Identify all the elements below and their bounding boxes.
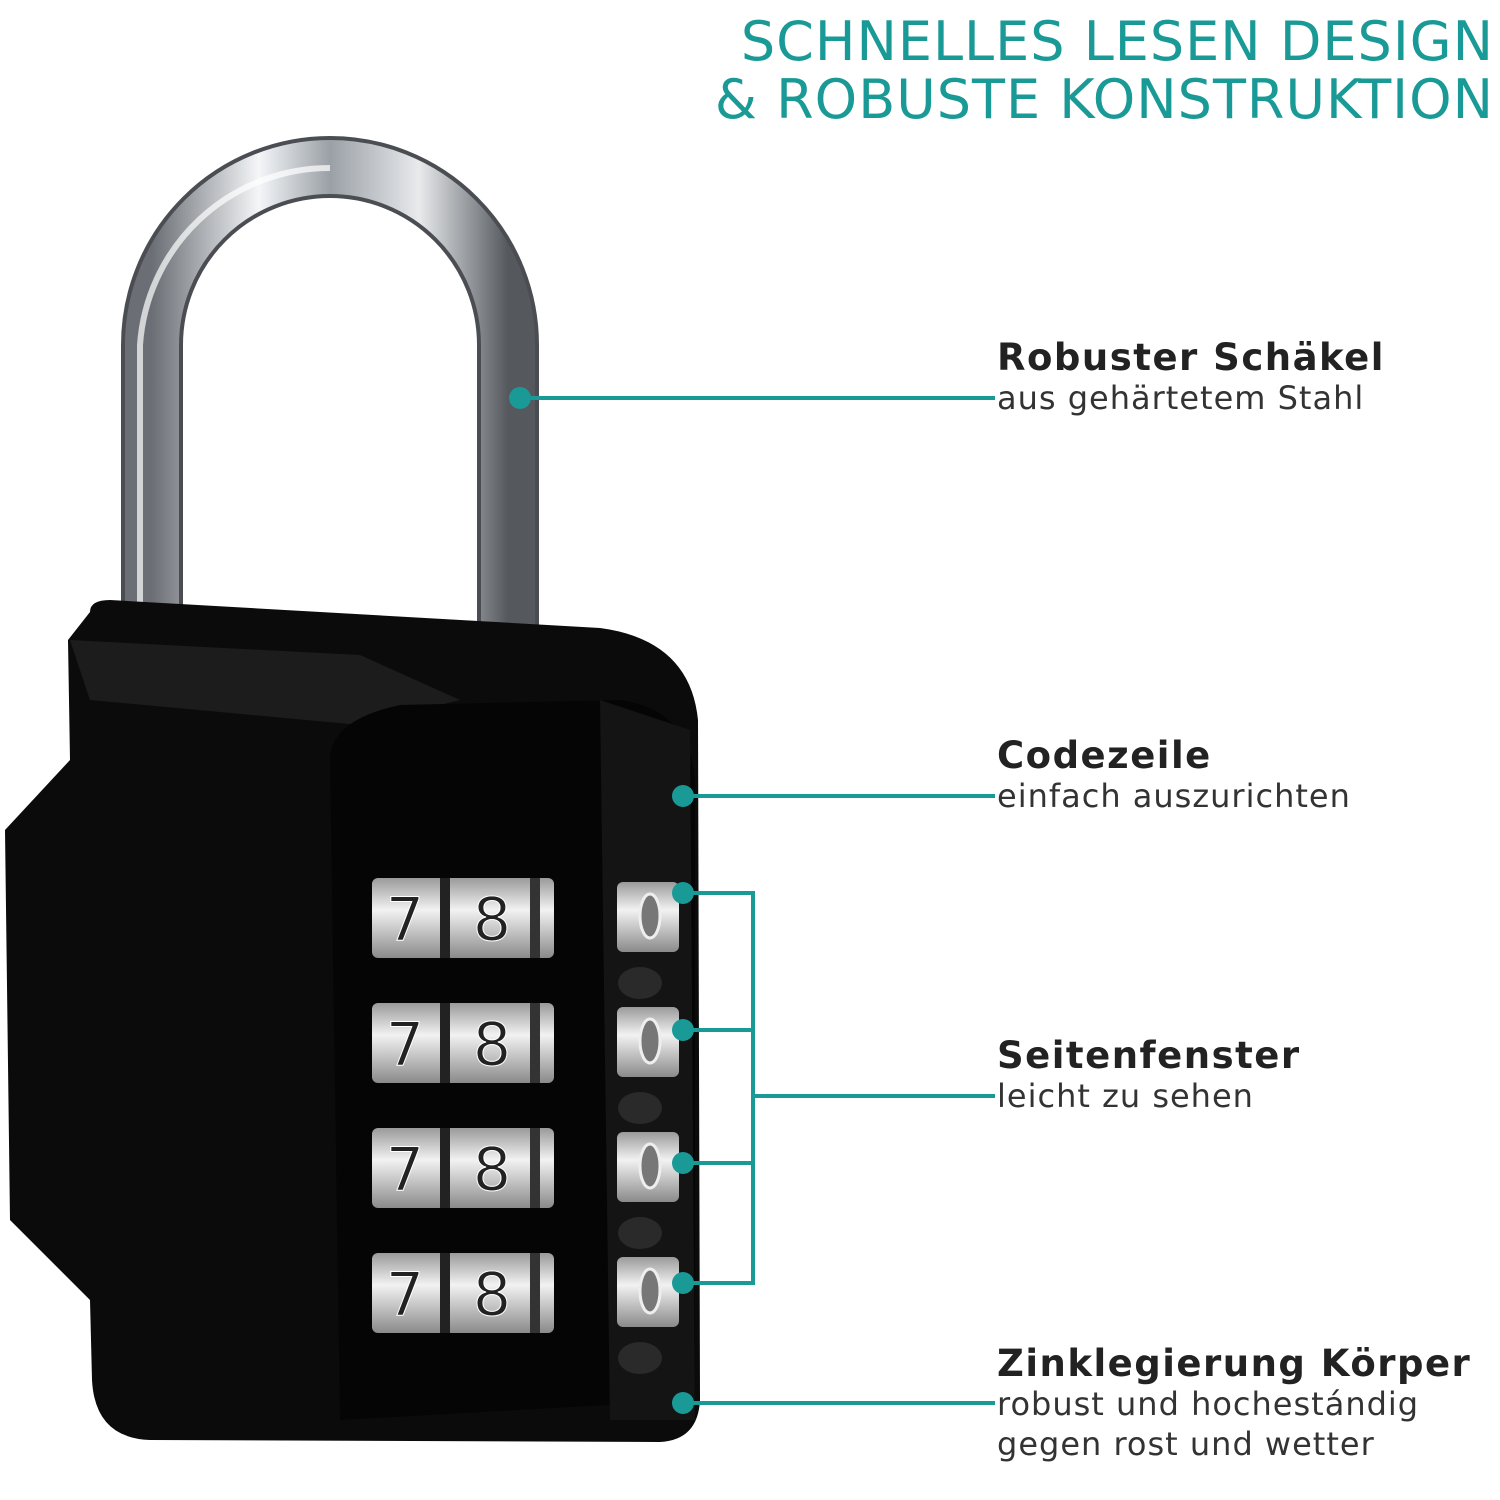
callout-dot-window-2 [672, 1019, 694, 1041]
wheel-divider [530, 1003, 540, 1083]
wheel-divider [440, 1003, 450, 1083]
side-digit [638, 1017, 662, 1065]
callout-dot-window-4 [672, 1272, 694, 1294]
callout-lines [520, 396, 995, 1405]
callout-text: einfach auszurichten [997, 777, 1351, 815]
wheel-ridge [618, 1092, 662, 1124]
lock-body [5, 600, 700, 1442]
wheel-digit-left: 7 [386, 1010, 424, 1080]
side-digit [638, 1142, 662, 1190]
callout-title: Seitenfenster [997, 1034, 1301, 1077]
callout-title: Robuster Schäkel [997, 336, 1385, 379]
wheel-digit-right: 8 [473, 1260, 511, 1330]
callout-shackle: Robuster Schäkel aus gehärtetem Stahl [997, 338, 1385, 418]
wheel-window [372, 1128, 554, 1208]
wheel-ridge [618, 967, 662, 999]
headline-line-2: & ROBUSTE KONSTRUKTION [714, 68, 1494, 131]
callout-code-line: Codezeile einfach auszurichten [997, 736, 1351, 816]
callout-dot-shackle [509, 387, 531, 409]
wheel-divider [530, 1128, 540, 1208]
callout-text: aus gehärtetem Stahl [997, 379, 1365, 417]
side-digit [638, 1267, 662, 1315]
wheel-digit-left: 7 [386, 1260, 424, 1330]
callout-zinc-body: Zinklegierung Körper robust und hochestá… [997, 1344, 1471, 1464]
wheel-divider [530, 1253, 540, 1333]
callout-text: robust und hochestándig [997, 1385, 1420, 1423]
wheel-digit-right: 8 [473, 885, 511, 955]
wheel-window [372, 1253, 554, 1333]
side-digit [638, 892, 662, 940]
callout-dot-code-line [672, 785, 694, 807]
wheel-ridge [618, 1342, 662, 1374]
wheel-divider [530, 878, 540, 958]
callout-text: leicht zu sehen [997, 1077, 1254, 1115]
wheel-digit-right: 8 [473, 1010, 511, 1080]
callout-dot-window-3 [672, 1152, 694, 1174]
wheel-digit-left: 7 [386, 1135, 424, 1205]
wheel-digit-left: 7 [386, 885, 424, 955]
shackle [121, 136, 539, 690]
callout-dot-body [672, 1392, 694, 1414]
callout-title: Zinklegierung Körper [997, 1342, 1472, 1385]
callout-side-window: Seitenfenster leicht zu sehen [997, 1036, 1301, 1116]
callout-title: Codezeile [997, 734, 1212, 777]
headline-line-1: SCHNELLES LESEN DESIGN [740, 10, 1494, 73]
callout-text: gegen rost und wetter [997, 1425, 1375, 1463]
wheel-divider [440, 1253, 450, 1333]
wheel-ridge [618, 1217, 662, 1249]
callout-dot-window-1 [672, 882, 694, 904]
wheel-divider [440, 1128, 450, 1208]
wheel-digit-right: 8 [473, 1135, 511, 1205]
wheel-window [372, 878, 554, 958]
wheel-divider [440, 878, 450, 958]
wheel-window [372, 1003, 554, 1083]
